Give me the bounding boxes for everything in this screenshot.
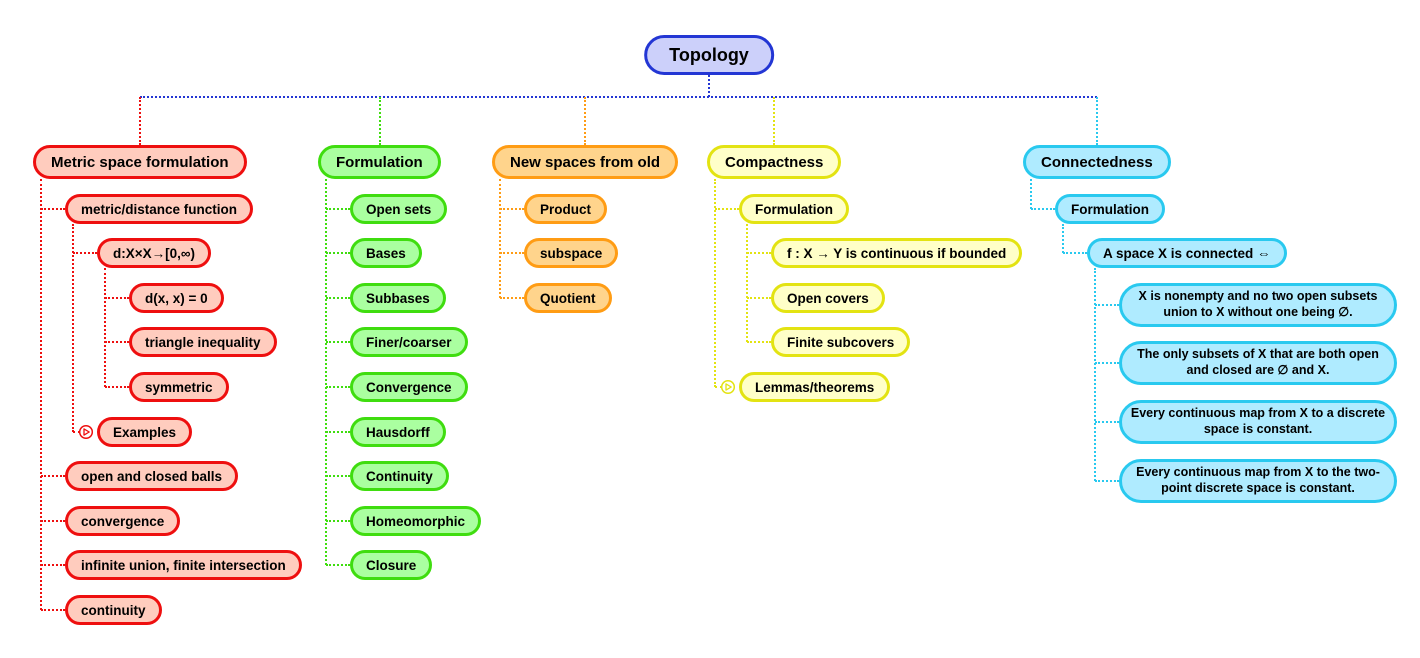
connector-line <box>747 341 771 343</box>
connector-line <box>72 224 74 432</box>
mindmap-node[interactable]: Finite subcovers <box>771 327 911 357</box>
mindmap-node[interactable]: continuity <box>65 595 162 625</box>
root-node[interactable]: Topology <box>644 35 774 75</box>
connector-line <box>326 252 350 254</box>
connector-line <box>1095 480 1119 482</box>
mindmap-node[interactable]: Continuity <box>350 461 449 491</box>
mindmap-node[interactable]: Formulation <box>739 194 849 224</box>
connector-line <box>499 179 501 298</box>
mindmap-node[interactable]: Finer/coarser <box>350 327 468 357</box>
mindmap-node[interactable]: Subbases <box>350 283 446 313</box>
connector-line <box>326 386 350 388</box>
connector-line <box>41 520 65 522</box>
mindmap-node[interactable]: subspace <box>524 238 619 268</box>
connector-line <box>1095 304 1119 306</box>
connector-line <box>1031 208 1055 210</box>
mindmap-node[interactable]: infinite union, finite intersection <box>65 550 302 580</box>
mindmap-node[interactable]: convergence <box>65 506 181 536</box>
mindmap-node[interactable]: Closure <box>350 550 433 580</box>
mindmap-node[interactable]: Formulation <box>1055 194 1165 224</box>
connector-line <box>326 431 350 433</box>
connector-line <box>41 208 65 210</box>
mindmap-node[interactable]: d(x, x) = 0 <box>129 283 224 313</box>
connector-line <box>746 224 748 342</box>
connector-line <box>105 297 129 299</box>
mindmap-node[interactable]: open and closed balls <box>65 461 239 491</box>
connector-line <box>326 520 350 522</box>
connector-line <box>500 208 524 210</box>
mindmap-node[interactable]: Every continuous map from X to the two-p… <box>1119 459 1397 503</box>
branch-header-node[interactable]: Connectedness <box>1023 145 1171 179</box>
mindmap-node[interactable]: Every continuous map from X to a discret… <box>1119 400 1397 444</box>
connector-line <box>378 97 381 145</box>
connector-line <box>326 475 350 477</box>
mindmap-node[interactable]: Product <box>524 194 608 224</box>
mindmap-node[interactable]: Quotient <box>524 283 612 313</box>
connector-line <box>708 75 710 97</box>
mindmap-node[interactable]: triangle inequality <box>129 327 277 357</box>
connector-line <box>104 268 106 387</box>
connector-line <box>73 252 97 254</box>
mindmap-node[interactable]: metric/distance function <box>65 194 254 224</box>
mindmap-node[interactable]: The only subsets of X that are both open… <box>1119 341 1397 385</box>
mindmap-node[interactable]: Open covers <box>771 283 885 313</box>
connector-line <box>1063 252 1087 254</box>
connector-line <box>1062 224 1064 253</box>
mindmap-node[interactable]: Homeomorphic <box>350 506 482 536</box>
connector-line <box>747 297 771 299</box>
connector-line <box>1094 268 1096 481</box>
connector-line <box>40 179 42 610</box>
connector-line <box>500 252 524 254</box>
connector-line <box>1030 179 1032 209</box>
mindmap-node[interactable]: Examples <box>97 417 193 447</box>
connector-line <box>326 208 350 210</box>
mindmap-node[interactable]: A space X is connected ⇔ <box>1087 238 1287 268</box>
connector-line <box>715 208 739 210</box>
branch-header-node[interactable]: Compactness <box>707 145 842 179</box>
connector-line <box>500 297 524 299</box>
connector-line <box>326 341 350 343</box>
connector-line <box>1095 362 1119 364</box>
connector-line <box>773 97 775 145</box>
mindmap-node[interactable]: Hausdorff <box>350 417 446 447</box>
connector-line <box>105 386 129 388</box>
connector-line <box>41 475 65 477</box>
connector-line <box>41 564 65 566</box>
branch-header-node[interactable]: Formulation <box>318 145 441 179</box>
connector-line <box>584 97 586 145</box>
mindmap-node[interactable]: Bases <box>350 238 422 268</box>
mindmap-node[interactable]: d:X×X→[0,∞) <box>97 238 212 268</box>
connector-line <box>105 341 129 343</box>
connector-line <box>325 179 327 565</box>
expander-icon[interactable] <box>720 379 736 395</box>
branch-header-node[interactable]: New spaces from old <box>492 145 679 179</box>
connector-line <box>747 252 771 254</box>
branch-header-node[interactable]: Metric space formulation <box>33 145 247 179</box>
connector-line <box>1095 421 1119 423</box>
mindmap-node[interactable]: f : X → Y is continuous if bounded <box>771 238 1023 268</box>
connector-line <box>1096 97 1098 145</box>
connector-line <box>715 386 722 388</box>
mindmap-node[interactable]: Open sets <box>350 194 448 224</box>
mindmap-node[interactable]: X is nonempty and no two open subsets un… <box>1119 283 1397 327</box>
connector-line <box>41 609 65 611</box>
mindmap-node[interactable]: Convergence <box>350 372 468 402</box>
expander-icon[interactable] <box>78 424 94 440</box>
mindmap-node[interactable]: Lemmas/theorems <box>739 372 891 402</box>
connector-line <box>73 431 80 433</box>
connector-line <box>326 297 350 299</box>
connector-line <box>714 179 716 387</box>
connector-line <box>140 96 1097 98</box>
connector-line <box>139 97 141 145</box>
connector-line <box>326 564 350 566</box>
mindmap-node[interactable]: symmetric <box>129 372 229 402</box>
